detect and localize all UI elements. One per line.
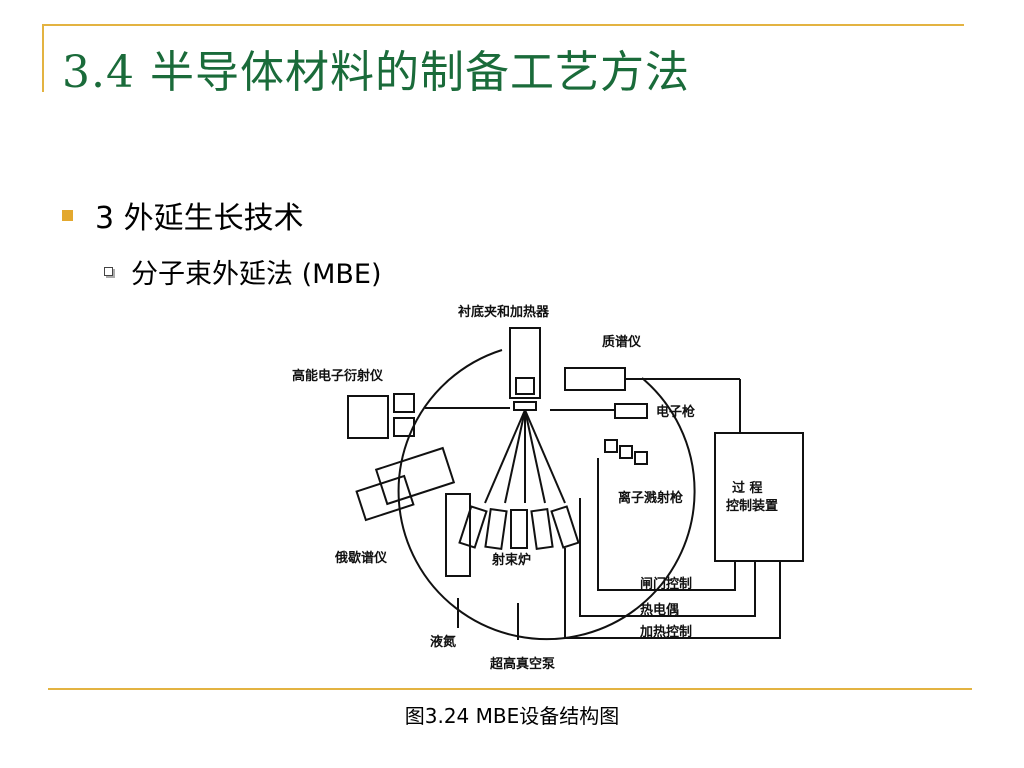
effusion-cell-4 <box>530 507 554 551</box>
label-heating-control: 加热控制 <box>639 624 692 640</box>
electron-gun-body <box>614 403 648 419</box>
effusion-cell-3 <box>510 509 528 549</box>
label-auger: 俄歇谱仪 <box>334 550 388 566</box>
bullet-level2-text: 分子束外延法 (MBE) <box>131 259 382 290</box>
mbe-diagram-svg: 衬底夹和加热器 质谱仪 高能电子衍射仪 电子枪 离子溅射枪 过 程 控制装置 俄… <box>292 304 804 672</box>
label-effusion-cells: 射束炉 <box>491 552 531 568</box>
footer-rule <box>48 688 972 690</box>
title-frame-top-rule <box>42 24 964 26</box>
rheed-screen <box>347 395 389 439</box>
label-thermocouple: 热电偶 <box>640 602 679 618</box>
effusion-cell-5 <box>550 505 580 549</box>
effusion-cell-2 <box>484 507 508 551</box>
mbe-diagram: 衬底夹和加热器 质谱仪 高能电子衍射仪 电子枪 离子溅射枪 过 程 控制装置 俄… <box>280 298 820 676</box>
ion-gun-part-2 <box>619 445 633 459</box>
label-mass-spectrometer: 质谱仪 <box>602 334 642 350</box>
ion-gun-part-1 <box>604 439 618 453</box>
square-bullet-icon <box>62 209 73 221</box>
rheed-unit-top <box>393 393 415 413</box>
slide-title: 3.4 半导体材料的制备工艺方法 <box>62 47 690 98</box>
bullet-level2: 分子束外延法 (MBE) <box>104 252 382 291</box>
thermocouple-line <box>579 498 756 617</box>
effusion-cell-1 <box>458 505 488 549</box>
label-uhv-pump: 超高真空泵 <box>490 656 555 672</box>
label-electron-gun: 电子枪 <box>656 404 695 420</box>
auger-detector <box>355 474 415 522</box>
substrate <box>513 401 537 411</box>
bullet-level1: 3 外延生长技术 <box>62 193 304 237</box>
bullet-level1-text: 3 外延生长技术 <box>95 201 304 236</box>
shutter-control-line <box>597 458 736 591</box>
rheed-unit-bottom <box>393 417 415 437</box>
label-liquid-nitrogen: 液氮 <box>430 634 456 650</box>
auger-analyzer <box>374 446 456 506</box>
mass-spectrometer-body <box>564 367 626 391</box>
beam-line-1 <box>484 409 526 504</box>
hollow-square-bullet-icon <box>104 267 113 276</box>
label-process-control-2: 控制装置 <box>726 498 778 514</box>
process-control-box <box>714 432 804 562</box>
beam-line-4 <box>524 409 546 504</box>
title-frame-left-rule <box>42 24 44 92</box>
label-substrate-heater: 衬底夹和加热器 <box>458 304 550 320</box>
heater-block <box>515 377 535 395</box>
beam-line-5 <box>524 409 566 504</box>
label-rheed: 高能电子衍射仪 <box>292 368 384 384</box>
substrate-holder <box>509 327 541 399</box>
beam-line-2 <box>504 409 526 504</box>
figure-caption: 图3.24 MBE设备结构图 <box>404 704 620 728</box>
ion-gun-part-3 <box>634 451 648 465</box>
label-ion-sputter-gun: 离子溅射枪 <box>618 490 683 506</box>
liquid-nitrogen-shroud <box>445 493 471 577</box>
label-shutter-control: 闸门控制 <box>640 576 692 592</box>
heating-control-line <box>564 548 781 639</box>
label-process-control-1: 过 程 <box>732 480 763 496</box>
